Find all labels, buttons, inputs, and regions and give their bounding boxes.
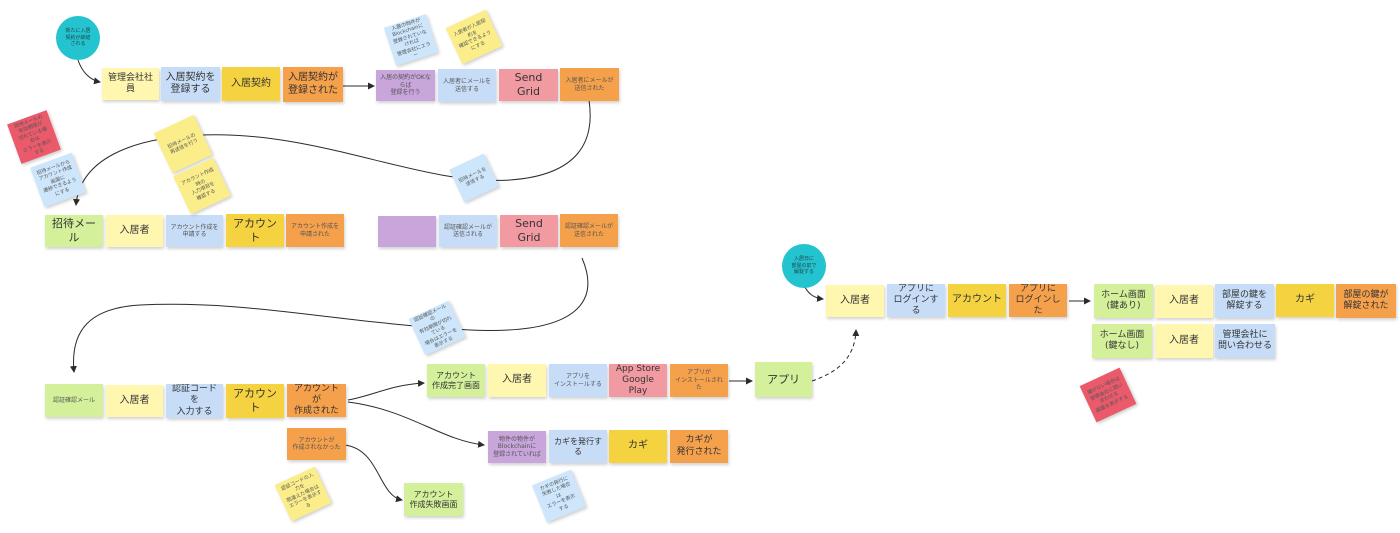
aggregate-key-2[interactable]: カギ — [1276, 284, 1334, 317]
sticky-note-no-key[interactable]: 鍵がない場合は 管理会社に問い合わせる 画面を表示する — [1079, 367, 1137, 423]
readmodel-invite-mail[interactable]: 招待メール — [45, 215, 103, 247]
command-apply-account[interactable]: アカウント作成を 申請する — [166, 215, 223, 247]
connector-created-to-complete — [347, 379, 425, 401]
readmodel-app[interactable]: アプリ — [755, 362, 812, 397]
policy-empty[interactable] — [378, 216, 436, 247]
readmodel-home-with-key[interactable]: ホーム画面 (鍵あり) — [1094, 284, 1153, 318]
readmodel-verification-mail[interactable]: 認証確認メール — [45, 384, 103, 417]
actor-resident-2[interactable]: 入居者 — [106, 385, 163, 417]
policy-blockchain-registered[interactable]: 物件の物件がBlockchainに 登録されていれば — [488, 431, 546, 463]
event-app-installed[interactable]: アプリが インストールされた — [670, 364, 728, 397]
sticky-note-verification-expired[interactable]: 認証確認メールの 有効期限が切れている 場合はエラーを表示する — [408, 300, 466, 356]
sticky-note-confirm-contract[interactable]: 入居者が入居契約を 確認できるようにする — [445, 9, 503, 65]
event-account-created[interactable]: アカウントが 作成された — [287, 384, 346, 417]
event-verification-sent[interactable]: 認証確認メールが 送信された — [560, 214, 618, 247]
readmodel-account-complete[interactable]: アカウント 作成完了画面 — [427, 364, 485, 397]
command-send-mail[interactable]: 入居者にメールを 送信する — [438, 69, 496, 102]
connector-failed-to-failscreen — [344, 444, 403, 503]
event-contract-registered[interactable]: 入居契約が 登録された — [283, 67, 343, 102]
event-key-issued[interactable]: カギが 発行された — [670, 430, 728, 463]
sticky-note-blockchain-error[interactable]: 入居の物件がBlockchainに 登録されていなければ 管理会社にエラー — [383, 14, 439, 66]
trigger-circle-move-in-day[interactable]: 入居日に 部屋の前で 解錠する — [782, 244, 826, 288]
aggregate-account-1[interactable]: アカウント — [226, 214, 284, 247]
connector-created-to-purple2 — [347, 401, 485, 448]
actor-management-staff[interactable]: 管理会社社員 — [102, 68, 159, 100]
command-install-app[interactable]: アプリを インストールする — [549, 364, 607, 397]
command-login-app[interactable]: アプリに ログインする — [887, 284, 945, 317]
aggregate-contract[interactable]: 入居契約 — [222, 67, 280, 101]
readmodel-account-failed[interactable]: アカウント 作成失敗画面 — [404, 483, 463, 516]
sticky-note-send-invite[interactable]: 招待メールを 送信する — [449, 153, 499, 203]
command-issue-key[interactable]: カギを発行する — [549, 430, 607, 463]
connector-app-to-login — [811, 329, 860, 382]
event-logged-in[interactable]: アプリに ログインした — [1009, 284, 1067, 317]
command-contact-management[interactable]: 管理会社に 問い合わせる — [1215, 324, 1275, 358]
sticky-note-invite-link[interactable]: 招待メールから アカウント作成画面に 遷移できるようにする — [30, 152, 86, 208]
event-room-unlocked[interactable]: 部屋の鍵が 解錠された — [1336, 284, 1396, 318]
policy-register-if-ok[interactable]: 入居の契約がOKならば 登録を行う — [376, 70, 435, 101]
aggregate-account-3[interactable]: アカウント — [948, 284, 1006, 317]
event-mail-sent[interactable]: 入居者にメールが 送信された — [560, 68, 619, 101]
connector-row1-to-row2 — [73, 99, 591, 206]
system-app-store[interactable]: App Store Google Play — [609, 364, 667, 397]
trigger-circle-new-contract[interactable]: 新たに入居 契約が締結 される — [56, 16, 100, 60]
actor-resident-5[interactable]: 入居者 — [1155, 285, 1213, 318]
aggregate-account-2[interactable]: アカウント — [226, 384, 284, 418]
actor-resident-1[interactable]: 入居者 — [106, 215, 163, 247]
command-send-verification[interactable]: 認証確認メールが 送信される — [439, 215, 497, 247]
readmodel-home-without-key[interactable]: ホーム画面 (鍵なし) — [1092, 324, 1152, 358]
system-sendgrid-2[interactable]: Send Grid — [500, 215, 558, 247]
sticky-note-invite-expired[interactable]: 招待メールの有効期限が 切れている場合は エラーを表示する — [7, 110, 61, 164]
actor-resident-3[interactable]: 入居者 — [488, 364, 546, 397]
actor-resident-4[interactable]: 入居者 — [826, 285, 884, 317]
aggregate-key-1[interactable]: カギ — [609, 430, 667, 463]
command-enter-code[interactable]: 認証コードを 入力する — [166, 384, 223, 418]
event-account-applied[interactable]: アカウント作成を 申請された — [286, 214, 344, 247]
command-unlock-room[interactable]: 部屋の鍵を 解錠する — [1215, 284, 1274, 318]
event-account-not-created[interactable]: アカウントが 作成されなかった — [287, 428, 346, 460]
actor-resident-6[interactable]: 入居者 — [1155, 324, 1213, 358]
connector-circle1-to-staff — [77, 59, 101, 85]
system-sendgrid-1[interactable]: Send Grid — [499, 69, 558, 101]
command-register-contract[interactable]: 入居契約を 登録する — [161, 67, 220, 101]
sticky-note-wrong-code[interactable]: 認証コードの入力を 間違えた場合は エラーを表示する — [274, 466, 332, 522]
sticky-note-key-failed[interactable]: カギの発行に 失敗した場合は エラーを表示する — [532, 469, 586, 523]
connector-row2-to-row3 — [69, 257, 589, 373]
